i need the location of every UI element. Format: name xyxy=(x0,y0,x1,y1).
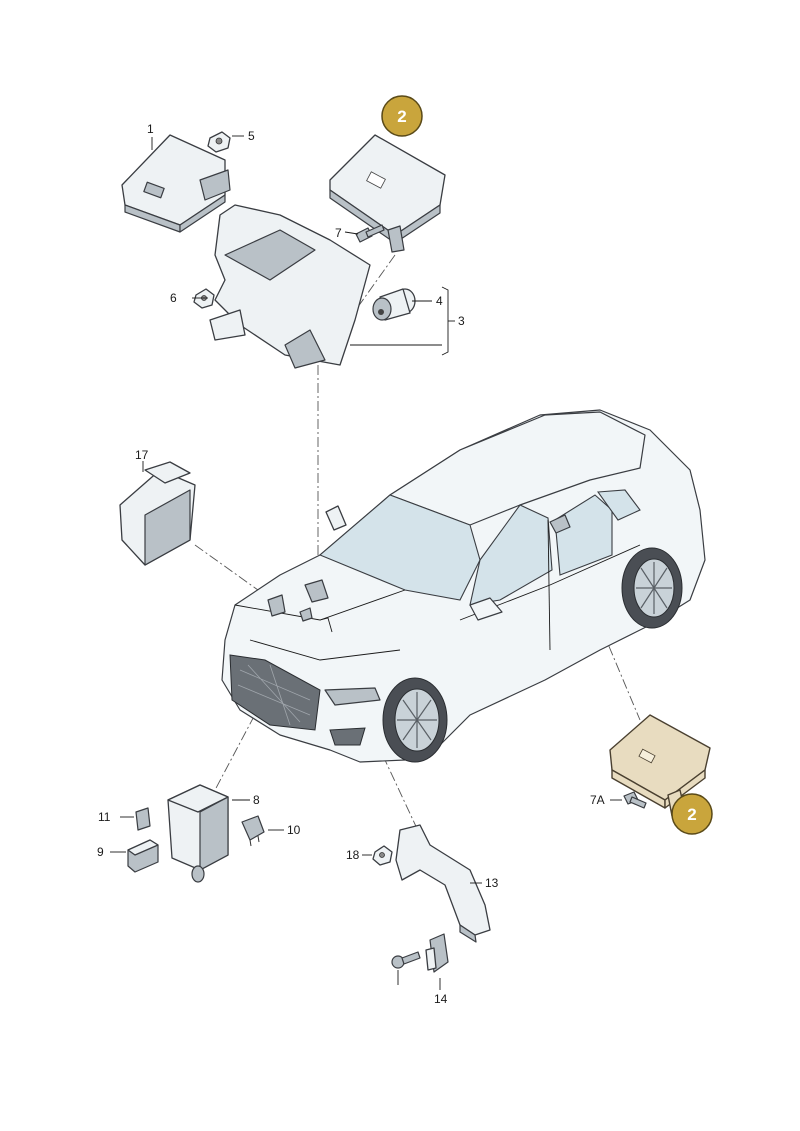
callout-10: 10 xyxy=(287,823,301,837)
callout-11: 11 xyxy=(98,810,111,824)
part-9-relay-socket[interactable] xyxy=(127,839,159,873)
callout-3: 3 xyxy=(458,314,465,328)
callout-9: 9 xyxy=(97,845,104,859)
part-11-fuse[interactable] xyxy=(135,807,151,831)
part-2-module-top[interactable] xyxy=(329,134,446,253)
callout-5: 5 xyxy=(248,129,255,143)
callout-8: 8 xyxy=(253,793,260,807)
leader-lines-bottom xyxy=(110,799,622,990)
callout-13: 13 xyxy=(485,876,499,890)
badge-2-right-label: 2 xyxy=(687,805,696,824)
badge-2-top-label: 2 xyxy=(397,107,406,126)
callout-7: 7 xyxy=(335,226,342,240)
part-15-control-unit[interactable] xyxy=(119,461,196,566)
badge-2-right[interactable]: 2 xyxy=(671,793,713,835)
part-14-sensor[interactable] xyxy=(425,933,449,973)
car-illustration xyxy=(221,409,706,763)
callout-4: 4 xyxy=(436,294,443,308)
part-13-bracket[interactable] xyxy=(395,824,491,943)
part-7-screw[interactable] xyxy=(355,224,385,243)
part-4-cylinder[interactable] xyxy=(372,288,416,321)
badge-2-top[interactable]: 2 xyxy=(381,95,423,137)
part-5-nut[interactable] xyxy=(207,131,231,153)
callout-1: 1 xyxy=(147,122,154,136)
callout-7a: 7A xyxy=(590,793,605,807)
callout-17: 18 xyxy=(346,848,360,862)
callout-14: 14 xyxy=(434,992,448,1006)
bracket-holder[interactable] xyxy=(209,204,371,369)
part-6-nut[interactable] xyxy=(193,288,215,309)
part-10-relay[interactable] xyxy=(241,815,265,847)
part-18-screw[interactable] xyxy=(391,951,421,969)
part-7a-screw[interactable] xyxy=(623,791,647,809)
leader-lines-top xyxy=(151,135,455,356)
part-1-control-unit[interactable] xyxy=(121,134,231,233)
part-17-nut[interactable] xyxy=(372,845,393,866)
callout-6: 6 xyxy=(170,291,177,305)
part-2-module-right[interactable] xyxy=(609,714,711,817)
callout-15: 17 xyxy=(135,448,149,462)
callout-labels: 1 5 6 7 4 3 17 11 9 8 10 18 13 14 7A xyxy=(97,122,605,1006)
part-8-relay-housing[interactable] xyxy=(167,784,229,883)
